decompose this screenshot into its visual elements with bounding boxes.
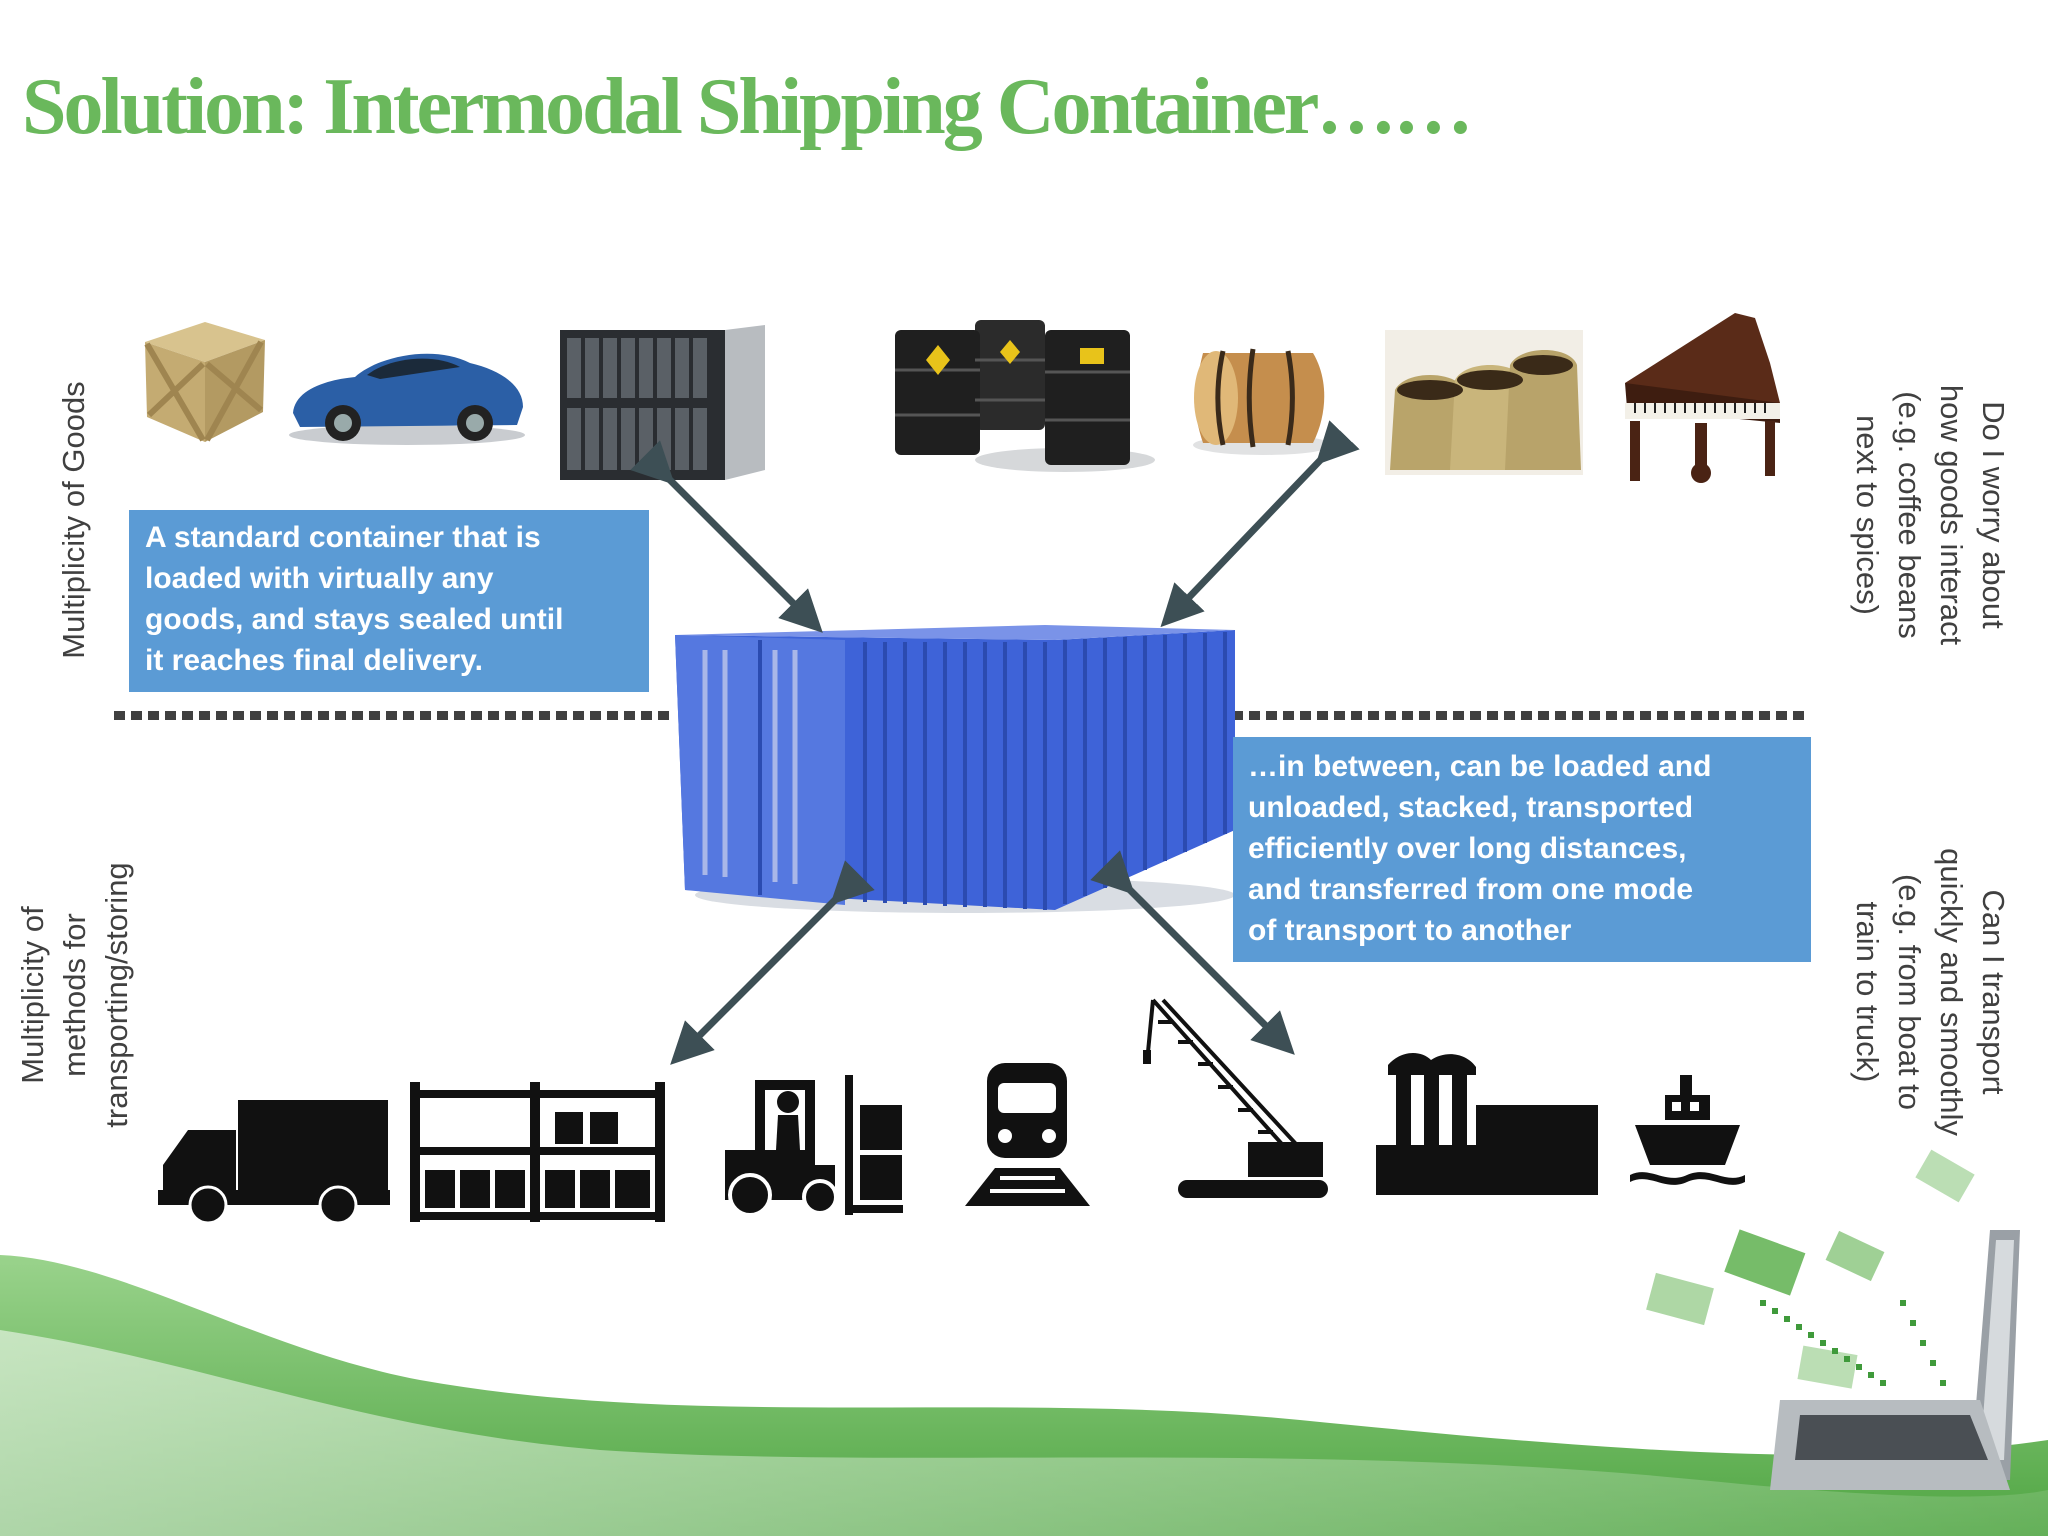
callout-line: efficiently over long distances, — [1248, 832, 1687, 865]
arrow-container-to-truck — [670, 860, 875, 1065]
arrow-container-to-crane — [1090, 850, 1295, 1055]
callout-transfer: …in between, can be loaded and unloaded,… — [1233, 737, 1811, 962]
callout-line: it reaches final delivery. — [145, 644, 483, 677]
callout-line: and transferred from one mode — [1248, 873, 1694, 906]
callout-line: of transport to another — [1248, 914, 1572, 947]
divider-right — [1232, 711, 1804, 720]
ship-icon — [1630, 1070, 1745, 1195]
divider-left — [114, 711, 674, 720]
forklift-icon — [720, 1075, 905, 1220]
callout-line: …in between, can be loaded and — [1248, 750, 1712, 783]
grand-piano-icon — [1605, 303, 1790, 488]
storage-rack-icon — [410, 1082, 665, 1222]
coffee-sacks-icon — [1385, 330, 1583, 475]
arrow-server-to-container — [630, 440, 823, 633]
truck-icon — [158, 1095, 390, 1225]
shipping-container-icon — [665, 620, 1245, 920]
crawler-crane-icon — [1138, 992, 1328, 1200]
laptop-illustration — [1600, 1100, 2040, 1500]
callout-sealed-container: A standard container that is loaded with… — [129, 510, 649, 692]
slide-title: Solution: Intermodal Shipping Container…… — [22, 63, 1473, 151]
arrow-barrel-to-container — [1160, 420, 1360, 628]
factory-icon — [1376, 1045, 1598, 1195]
train-icon — [960, 1058, 1095, 1208]
callout-line: goods, and stays sealed until — [145, 603, 564, 636]
callout-line: A standard container that is — [145, 521, 541, 554]
callout-line: unloaded, stacked, transported — [1248, 791, 1694, 824]
oil-drums-icon — [890, 310, 1160, 475]
blue-sports-car-icon — [285, 335, 530, 450]
callout-line: loaded with virtually any — [145, 562, 494, 595]
server-rack-icon — [555, 320, 770, 485]
wooden-crate-icon — [135, 312, 270, 447]
